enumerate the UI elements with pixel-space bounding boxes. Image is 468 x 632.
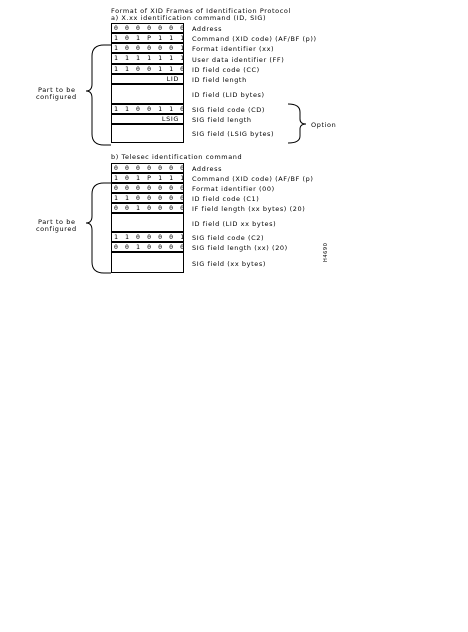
part-to-be-configured-a-line1: Part to be [38, 86, 76, 94]
cell-sig-field-length: LSIG [111, 114, 184, 124]
label-sig-field: SIG field (LSIG bytes) [192, 130, 275, 138]
label-id-field-length: ID field length [192, 76, 247, 84]
cell-id-field-code: 1 1 0 0 1 1 0 0 [111, 64, 184, 74]
label-format-identifier: Format identifier (xx) [192, 45, 275, 53]
part-to-be-configured-b-line2: configured [36, 225, 77, 233]
cell-id-field-length: LID [111, 74, 184, 84]
cell-b-id-field [111, 213, 184, 232]
label-id-field-code: ID field code (CC) [192, 66, 260, 74]
cell-b-address: 0 0 0 0 0 0 0 X 1 [111, 163, 184, 173]
brace-b-left [85, 182, 105, 274]
label-b-address: Address [192, 165, 223, 173]
cell-b-sig-field-length: 0 0 1 0 0 0 0 0 [111, 242, 184, 252]
section-a-heading: a) X.xx identification command (ID, SIG) [111, 14, 267, 22]
cell-b-id-field-code: 1 1 0 0 0 0 0 1 [111, 193, 184, 203]
label-b-if-field-length: IF field length (xx bytes) (20) [192, 205, 306, 213]
part-to-be-configured-b-line1: Part to be [38, 218, 76, 226]
section-b-heading: b) Telesec identification command [111, 153, 243, 161]
cell-b-sig-field [111, 252, 184, 273]
figure-title: Format of XID Frames of Identification P… [111, 7, 291, 15]
cell-b-format-identifier: 0 0 0 0 0 0 0 0 [111, 183, 184, 193]
brace-option [287, 103, 307, 144]
cell-b-command: 1 0 1 P 1 1 1 1 [111, 173, 184, 183]
option-label: Option [311, 121, 337, 129]
cell-address: 0 0 0 0 0 0 0 X 1 [111, 23, 184, 33]
label-b-sig-field-code: SIG field code (C2) [192, 234, 265, 242]
part-to-be-configured-a-line2: configured [36, 93, 77, 101]
label-command: Command (XID code) (AF/BF (p)) [192, 35, 317, 43]
label-user-data-identifier: User data identifier (FF) [192, 56, 285, 64]
cell-format-identifier: 1 0 0 0 0 0 1 0 [111, 43, 184, 53]
cell-command: 1 0 1 P 1 1 1 1 [111, 33, 184, 43]
cell-sig-field [111, 124, 184, 143]
label-id-field: ID field (LID bytes) [192, 91, 265, 99]
label-b-id-field: ID field (LID xx bytes) [192, 220, 277, 228]
brace-a-left [85, 44, 105, 146]
label-b-sig-field-length: SIG field length (xx) (20) [192, 244, 288, 252]
cell-b-if-field-length: 0 0 1 0 0 0 0 0 [111, 203, 184, 213]
cell-sig-field-code: 1 1 0 0 1 1 0 1 [111, 104, 184, 114]
label-b-id-field-code: ID field code (C1) [192, 195, 260, 203]
cell-user-data-identifier: 1 1 1 1 1 1 1 1 [111, 53, 184, 64]
label-b-format-identifier: Format identifier (00) [192, 185, 275, 193]
label-sig-field-length: SIG field length [192, 116, 252, 124]
cell-id-field [111, 84, 184, 104]
label-address: Address [192, 25, 223, 33]
label-b-sig-field: SIG field (xx bytes) [192, 260, 266, 268]
label-sig-field-code: SIG field code (CD) [192, 106, 265, 114]
label-b-command: Command (XID code) (AF/BF (p) [192, 175, 314, 183]
cell-b-sig-field-code: 1 1 0 0 0 0 1 0 [111, 232, 184, 242]
